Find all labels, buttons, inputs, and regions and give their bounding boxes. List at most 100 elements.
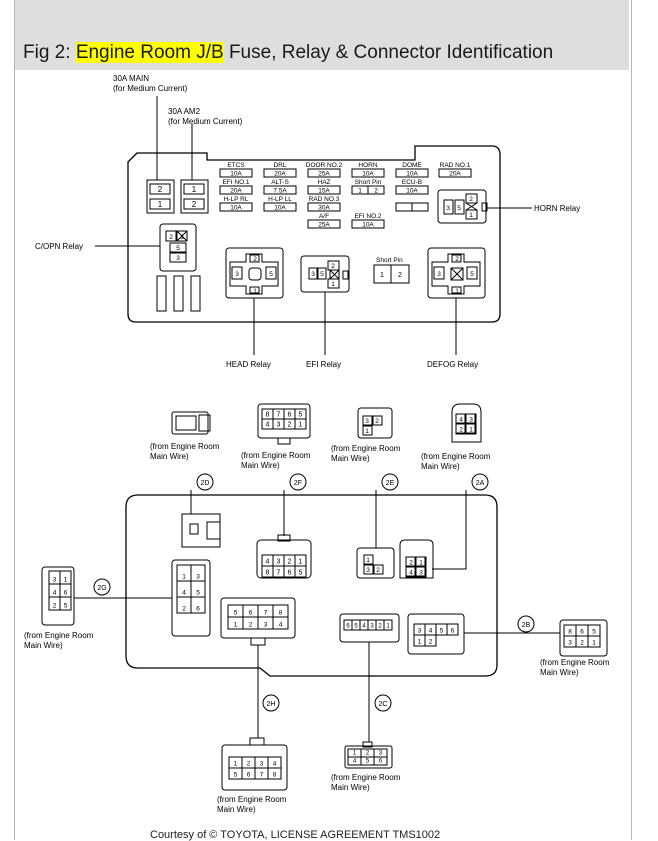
2b-inside-pin-5: 2 [429, 639, 433, 646]
horn-pin-2: 2 [469, 196, 473, 203]
connector-2b-plug [559, 619, 608, 657]
2f-top-pin-5: 3 [277, 422, 281, 429]
2g-left-pin-1: 1 [64, 577, 68, 584]
main-block-top-pin: 2 [158, 185, 163, 194]
2c-bottom-pin-0: 1 [353, 751, 357, 757]
fuse-rating-h-lp-rl: 10A [230, 205, 242, 212]
am2-block-top-pin: 1 [192, 185, 197, 194]
fuse-slot-h-lp-ll [263, 202, 297, 212]
title-suffix: Fuse, Relay & Connector Identification [223, 42, 554, 63]
connector-tag-2f [289, 473, 307, 491]
top-box: 30A MAIN (for Medium Current) 30A AM2 (f… [35, 74, 580, 369]
2b-from-line1: (from Engine Room [540, 658, 610, 667]
horn-relay-label: HORN Relay [534, 204, 580, 213]
2g-inside-pin-5: 6 [196, 606, 200, 613]
fuse-label-door-no-2: DOOR NO.2 [306, 162, 343, 169]
defog-relay-label: DEFOG Relay [427, 360, 478, 369]
short-pin-left: 1 [380, 272, 384, 279]
fuse-label-dome: DOME [402, 162, 422, 169]
2a-top-pin-1: 3 [469, 417, 473, 424]
fuse-label-rad-no-1: RAD NO.1 [440, 162, 471, 169]
efi-relay-label: EFI Relay [306, 360, 341, 369]
connector-2f-socket [256, 539, 312, 579]
c-opn-pin-2: 2 [169, 234, 173, 241]
2b-right-pin-0: 8 [568, 629, 572, 636]
2g-left-pin-2: 4 [53, 590, 57, 597]
2h-inside-pin-4: 1 [234, 622, 238, 629]
2b-inside-pin-0: 3 [418, 628, 422, 635]
2b-inside-cell-3 [446, 623, 459, 636]
2c-bottom-pin-3: 4 [353, 759, 357, 765]
efi-pin-1: 1 [331, 281, 335, 288]
fuse-slot-alt-s [263, 185, 297, 195]
2e-top-pin-a: 3 [365, 418, 369, 425]
connector-tag-2g [93, 578, 111, 596]
2c-inside-pin-3: 3 [370, 624, 374, 630]
2f-inside-pin-4: 8 [266, 570, 270, 577]
horn-pin-5: 5 [457, 205, 461, 212]
spare-slot-3 [190, 275, 201, 312]
callout-30a-main: 30A MAIN [113, 74, 149, 83]
2h-bottom-pin-7: 8 [273, 772, 277, 779]
connector-tag-2h [262, 694, 280, 712]
2f-top-cell-7 [294, 418, 307, 430]
2f-top-pin-4: 4 [266, 422, 270, 429]
2c-inside-pin-4: 2 [378, 624, 382, 630]
connector-2c-plug [344, 745, 393, 769]
2g-left-pin-5: 5 [64, 603, 68, 610]
fuse-slot-h-lp-rl [219, 202, 253, 212]
connector-2g-plug [41, 566, 75, 626]
2f-inside-pin-7: 5 [299, 570, 303, 577]
2h-inside-pin-5: 2 [249, 622, 253, 629]
c-opn-pin-1: 1 [180, 234, 184, 241]
connector-tag-2e [381, 473, 399, 491]
2h-bottom-pin-5: 6 [247, 772, 251, 779]
2d-from-line1: (from Engine Room [150, 442, 220, 451]
fuse-rating-efi-no-1: 20A [230, 188, 242, 195]
2a-top-pin-0: 4 [459, 417, 463, 424]
2g-inside-pin-0: 1 [182, 574, 186, 581]
connector-id-2e: 2E [386, 480, 395, 487]
2h-from-line2: Main Wire) [217, 805, 256, 814]
2f-inside-pin-3: 1 [299, 559, 303, 566]
2c-inside-pin-5: 1 [386, 624, 390, 630]
fuse-rating-alt-s: 7.5A [273, 188, 287, 195]
2b-right-pin-3: 3 [568, 640, 572, 647]
fuse-label-drl: DRL [273, 162, 286, 169]
short-pin-fuse-left: 1 [358, 188, 362, 195]
2b-right-pin-5: 1 [592, 640, 596, 647]
defog-pin-5: 5 [470, 271, 474, 278]
2c-bottom-pin-5: 6 [379, 759, 383, 765]
efi-pin-3: 3 [311, 271, 315, 278]
2c-bottom-pin-4: 5 [366, 759, 370, 765]
connector-id-2a: 2A [476, 480, 485, 487]
fuse-label-rad-no-3: RAD NO.3 [309, 196, 340, 203]
2a-inside-pin-0: 2 [409, 560, 413, 567]
fuse-label-h-lp-rl: H-LP RL [224, 196, 249, 203]
am2-block-bottom-pin: 2 [192, 200, 197, 209]
2g-inside-pin-1: 3 [196, 574, 200, 581]
2c-inside-pin-0: 6 [346, 624, 350, 630]
callout-30a-am2-sub: (for Medium Current) [168, 117, 243, 126]
2c-bottom-cell-5 [373, 756, 388, 766]
2b-inside-cell-5 [424, 634, 437, 647]
2g-inside-pin-2: 4 [182, 590, 186, 597]
fuse-slot-drl [263, 168, 297, 178]
2c-inside-pin-2: 4 [362, 624, 366, 630]
callout-30a-main-sub: (for Medium Current) [113, 84, 188, 93]
2h-bottom-pin-2: 3 [260, 761, 264, 768]
2g-left-cell-5 [59, 596, 72, 611]
short-pin-label: Short Pin [376, 257, 403, 264]
connector-id-2g: 2G [97, 585, 106, 592]
horn-pin-1: 1 [469, 212, 473, 219]
efi-pin-5: 5 [320, 271, 324, 278]
2e-from-line1: (from Engine Room [331, 444, 401, 453]
